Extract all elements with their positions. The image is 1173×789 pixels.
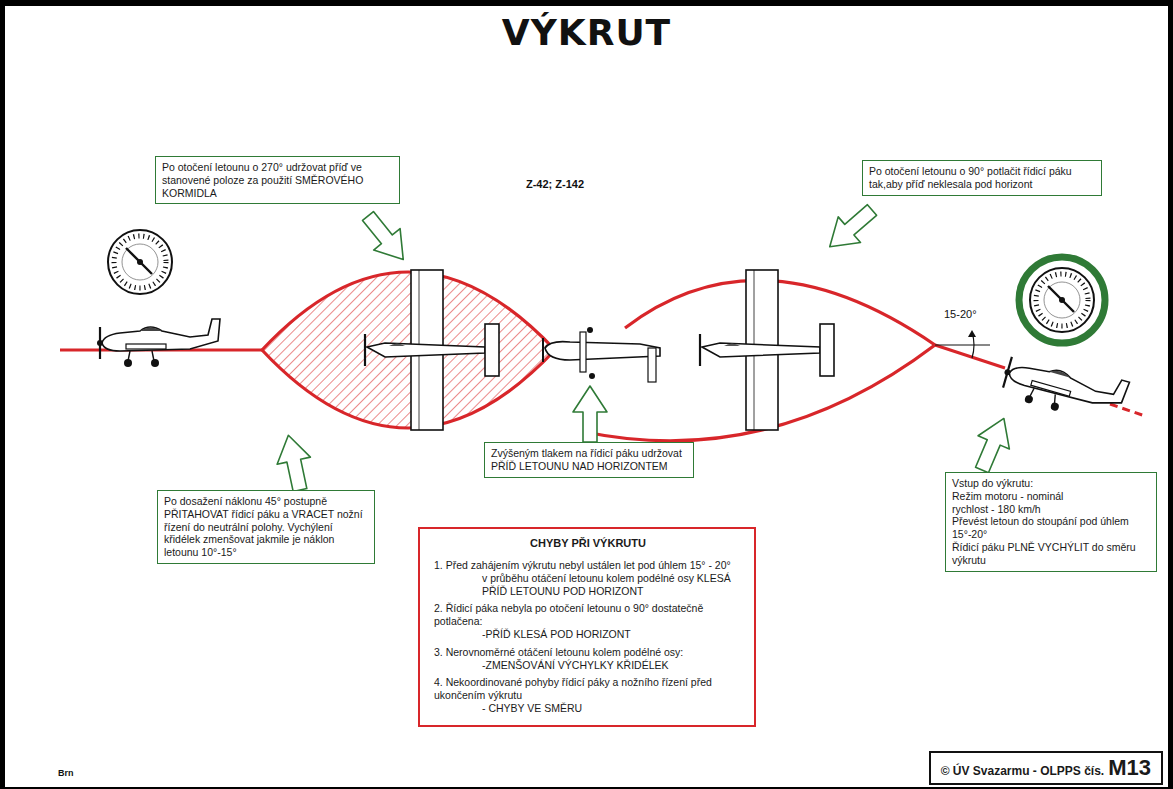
errors-box: CHYBY PŘI VÝKRUTU 1. Před zahájením výkru… — [418, 527, 756, 727]
error-item: 2. Řídicí páka nebyla po otočení letounu… — [434, 602, 742, 628]
footer-box: © ÚV Svazarmu - OLPPS čís.M13 — [929, 751, 1163, 785]
callout-box: Zvýšeným tlakem na řídicí páku udržovat … — [484, 442, 694, 478]
error-item: 1. Před zahájením výkrutu nebyl ustálen … — [434, 559, 742, 572]
error-item: 4. Nekoordinované pohyby řídicí páky a n… — [434, 676, 742, 702]
corner-mark: Brn — [58, 768, 74, 778]
callout-text: Vstup do výkrutu: — [952, 477, 1150, 490]
sheet-number: M13 — [1108, 755, 1151, 780]
callout-text: Po otočení letounu o 90° potlačit řídicí… — [869, 165, 1095, 191]
error-consequence: -PŘÍĎ KLESÁ POD HORIZONT — [434, 628, 742, 641]
callout-text: Zvýšeným tlakem na řídicí páku udržovat … — [491, 447, 687, 473]
poster-title: VÝKRUT — [0, 12, 1173, 53]
error-consequence: -ZMENŠOVÁNÍ VÝCHYLKY KŘIDÉLEK — [434, 659, 742, 672]
copyright-text: © ÚV Svazarmu - OLPPS čís. — [941, 764, 1105, 778]
callout-box: Po otočení letounu o 270° udržovat příď … — [155, 156, 400, 204]
callout-text: rychlost - 180 km/h — [952, 503, 1150, 516]
aircraft-types: Z-42; Z-142 — [526, 178, 584, 190]
angle-label: 15-20° — [944, 308, 977, 320]
callout-text: Po otočení letounu o 270° udržovat příď … — [162, 161, 393, 199]
callout-box: Po dosažení náklonu 45° postupně PŘITAHO… — [157, 490, 375, 564]
error-item: 3. Nerovnoměrné otáčení letounu kolem po… — [434, 646, 742, 659]
callout-text: Režim motoru - nominál — [952, 490, 1150, 503]
callout-text: Po dosažení náklonu 45° postupně PŘITAHO… — [164, 495, 368, 559]
callout-box: Po otočení letounu o 90° potlačit řídicí… — [862, 160, 1102, 196]
callout-text: Řídicí páku PLNĚ VYCHÝLIT do směru výkru… — [952, 541, 1150, 567]
callout-box: Vstup do výkrutu:Režim motoru - nominálr… — [945, 472, 1157, 572]
error-consequence: - CHYBY VE SMĚRU — [434, 702, 742, 715]
callout-text: Převést letoun do stoupání pod úhlem 15°… — [952, 515, 1150, 541]
error-consequence: v průběhu otáčení letounu kolem podélné … — [434, 572, 742, 598]
errors-heading: CHYBY PŘI VÝKRUTU — [434, 537, 742, 551]
